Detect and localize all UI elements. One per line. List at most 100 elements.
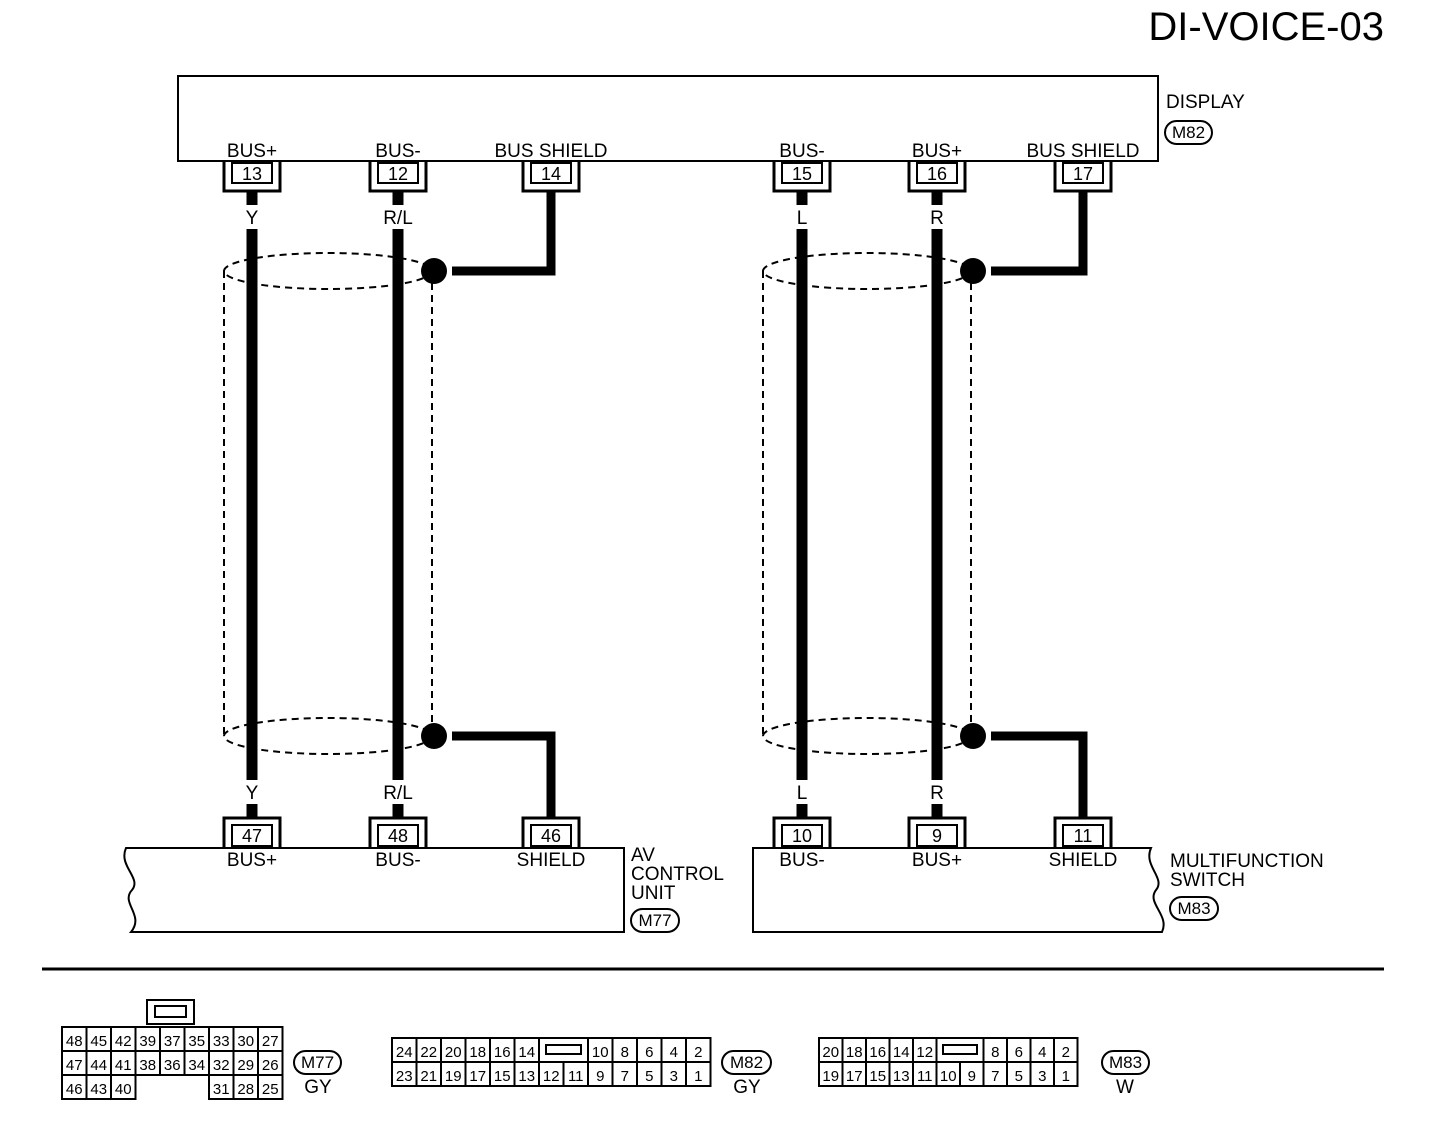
m77-color-code: GY (304, 1077, 332, 1098)
diagram-title: DI-VOICE-03 (1148, 5, 1384, 49)
pin-cell-number: 28 (237, 1081, 254, 1098)
pin-cell (611, 1061, 638, 1087)
pin-cell (685, 1061, 712, 1087)
terminal-block: 14 (521, 162, 581, 193)
pin-cell (61, 1074, 88, 1100)
pin-cell-number: 5 (645, 1068, 653, 1085)
display-unit-box (177, 75, 1159, 162)
pin-cell (538, 1061, 565, 1087)
pin-cell-number: 37 (164, 1033, 181, 1050)
svg-text:M77: M77 (638, 911, 671, 930)
wire-color-label: L (797, 783, 808, 804)
pin-cell (391, 1061, 418, 1087)
pin-cell (489, 1061, 516, 1087)
pin-cell-number: 1 (1062, 1068, 1070, 1085)
pin-label-bus-shield: BUS SHIELD (495, 141, 608, 162)
pin-cell-number: 31 (213, 1081, 230, 1098)
pin-cell-number: 5 (1015, 1068, 1023, 1085)
pin-cell-number: 35 (188, 1033, 205, 1050)
pin-cell (208, 1074, 235, 1100)
pin-number: 16 (927, 164, 947, 184)
pin-label-shield: SHIELD (517, 850, 586, 871)
pin-cell-number: 38 (139, 1057, 156, 1074)
pin-number: 11 (1074, 826, 1093, 846)
terminal-block: 16 (907, 162, 967, 193)
mf-switch-name-line: SWITCH (1170, 870, 1245, 891)
pin-cell-number: 18 (846, 1044, 863, 1061)
pin-cell (1053, 1061, 1079, 1087)
pin-cell-number: 12 (916, 1044, 933, 1061)
wire-color-label: R/L (383, 208, 413, 229)
pin-cell-number: 17 (846, 1068, 863, 1085)
av-unit-name-line: CONTROL (631, 864, 724, 885)
pin-cell-number: 25 (262, 1081, 279, 1098)
av-unit-name-line: UNIT (631, 883, 676, 904)
pin-cell (110, 1074, 137, 1100)
pin-label-bus-shield: BUS SHIELD (1027, 141, 1140, 162)
pin-cell-number: 6 (1015, 1044, 1023, 1061)
pin-number: 47 (242, 826, 262, 846)
terminal-block: 17 (1053, 162, 1113, 193)
pin-cell-number: 44 (90, 1057, 107, 1074)
pin-cell-number: 10 (940, 1068, 957, 1085)
pin-label-bus-plus: BUS+ (912, 141, 962, 162)
pin-cell-number: 48 (66, 1033, 83, 1050)
pin-cell-number: 7 (621, 1068, 629, 1085)
pin-cell-number: 16 (869, 1044, 886, 1061)
m83-face-badge: M83 (1101, 1050, 1150, 1075)
pin-cell-number: 42 (115, 1033, 132, 1050)
multifunction-switch-box (752, 847, 1165, 933)
pin-cell-number: 19 (822, 1068, 839, 1085)
pin-cell-number: 13 (518, 1068, 535, 1085)
pin-cell-number: 45 (90, 1033, 107, 1050)
wire-color-label: Y (246, 783, 259, 804)
pin-cell-number: 46 (66, 1081, 83, 1098)
terminal-block: 12 (368, 162, 428, 193)
svg-text:M82: M82 (730, 1053, 763, 1072)
pin-cell-number: 32 (213, 1057, 230, 1074)
pin-cell-number: 14 (893, 1044, 910, 1061)
pin-cell (562, 1061, 589, 1087)
pin-cell-number: 2 (694, 1044, 702, 1061)
pin-cell-number: 12 (543, 1068, 560, 1085)
pin-cell-number: 40 (115, 1081, 132, 1098)
svg-text:M83: M83 (1177, 899, 1210, 918)
pin-number: 15 (792, 164, 812, 184)
pin-cell-number: 16 (494, 1044, 511, 1061)
pin-cell-number: 34 (188, 1057, 205, 1074)
pin-cell-number: 36 (164, 1057, 181, 1074)
pin-cell-number: 24 (396, 1044, 413, 1061)
pin-cell-number: 26 (262, 1057, 279, 1074)
shield-junction-dot (421, 258, 447, 284)
pin-cell-number: 18 (469, 1044, 486, 1061)
pin-cell-number: 15 (494, 1068, 511, 1085)
wire-color-label: R (930, 208, 944, 229)
pin-number: 48 (388, 826, 408, 846)
shield-drain-wire (452, 731, 556, 818)
pin-cell-number: 3 (670, 1068, 678, 1085)
shield-junction-dot (421, 723, 447, 749)
terminal-block: 48 (368, 816, 428, 848)
pin-cell-number: 14 (518, 1044, 535, 1061)
shield-drain-wire (991, 191, 1088, 276)
m82-face-badge: M82 (721, 1050, 772, 1075)
pin-cell (257, 1074, 284, 1100)
pin-cell-number: 1 (694, 1068, 702, 1085)
shield-drain-wire (991, 731, 1088, 818)
terminal-block: 10 (772, 816, 832, 848)
svg-text:M82: M82 (1172, 123, 1205, 142)
pin-cell (257, 1026, 284, 1052)
pin-cell-number: 15 (869, 1068, 886, 1085)
pin-cell (440, 1037, 467, 1063)
pin-cell-number: 47 (66, 1057, 83, 1074)
terminal-block: 9 (907, 816, 967, 848)
wire-color-label: L (797, 208, 808, 229)
pin-label-bus-plus: BUS+ (912, 850, 962, 871)
pin-cell-number: 20 (445, 1044, 462, 1061)
wire-color-label: R (930, 783, 944, 804)
pin-cell-number: 6 (645, 1044, 653, 1061)
pin-number: 14 (541, 164, 561, 184)
